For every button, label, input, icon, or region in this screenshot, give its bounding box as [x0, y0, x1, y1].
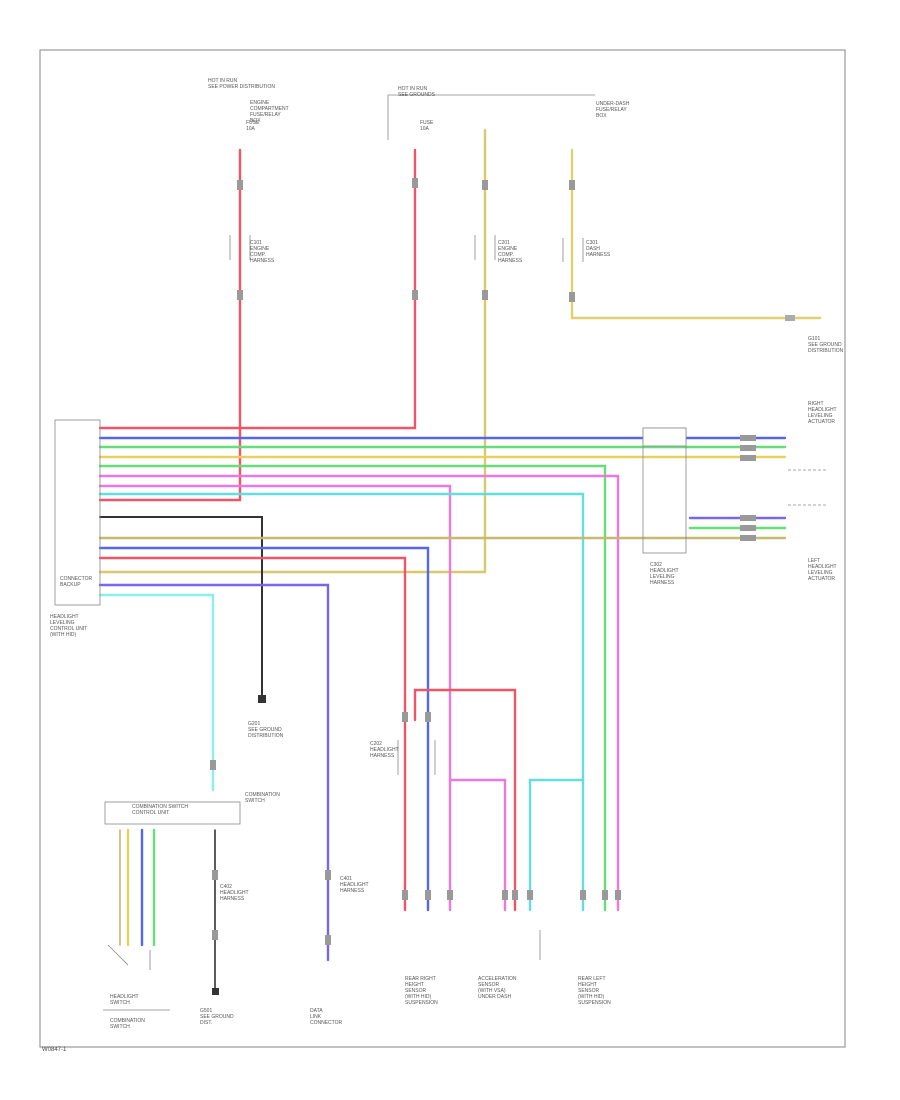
switch-symbol [107, 944, 151, 970]
wire-yellow-right [570, 148, 822, 320]
pin [740, 435, 756, 441]
pin [615, 890, 621, 900]
wire-blue-center [98, 546, 430, 912]
wire-cyan-left [98, 593, 215, 792]
pin [237, 290, 243, 300]
conn-right-mark [562, 238, 584, 262]
pin [527, 890, 533, 900]
wire-tan-mid [98, 128, 487, 574]
wire-red-loop [413, 688, 517, 912]
wire-red-left [98, 148, 242, 502]
combo-switch-box [104, 801, 241, 825]
pin [447, 890, 453, 900]
pin [482, 290, 488, 300]
pin [425, 890, 431, 900]
pin [237, 180, 243, 190]
pin [740, 445, 756, 451]
pin [402, 712, 408, 722]
pin [425, 712, 431, 722]
pin [569, 292, 575, 302]
pin [402, 890, 408, 900]
pin [602, 890, 608, 900]
diagram-frame [39, 49, 846, 1048]
figure-code: W0847-1 [42, 1047, 67, 1053]
right-junction-inner [642, 427, 687, 447]
wire-green-down [98, 464, 607, 912]
wire-pink-down [98, 474, 620, 912]
wire-cyan-lower [528, 778, 585, 912]
wire-black [99, 516, 263, 701]
pin [740, 515, 756, 521]
wire-pink-center [98, 484, 452, 912]
pin [212, 930, 218, 940]
pin [740, 455, 756, 461]
wire-red-center [98, 556, 407, 912]
pin [325, 870, 331, 880]
pin [325, 935, 331, 945]
top-bracket [387, 94, 595, 140]
pin [569, 180, 575, 190]
wire-cyan-right [98, 492, 585, 912]
pin [210, 760, 216, 770]
conn-left-mark [229, 235, 251, 260]
pin [512, 890, 518, 900]
pin [412, 178, 418, 188]
pin [212, 988, 219, 995]
wire-pink-lower [448, 778, 507, 912]
pin [580, 890, 586, 900]
pin [258, 695, 266, 703]
pin [740, 525, 756, 531]
wire-purple [98, 583, 330, 962]
conn-mid-mark [474, 235, 496, 260]
pin [740, 535, 756, 541]
pin [412, 290, 418, 300]
main-module-box [54, 419, 101, 606]
pin [502, 890, 508, 900]
center-conn-mark [397, 740, 436, 775]
pin [785, 315, 795, 321]
pin [482, 180, 488, 190]
pin [212, 870, 218, 880]
wire-red-mid [98, 148, 417, 430]
